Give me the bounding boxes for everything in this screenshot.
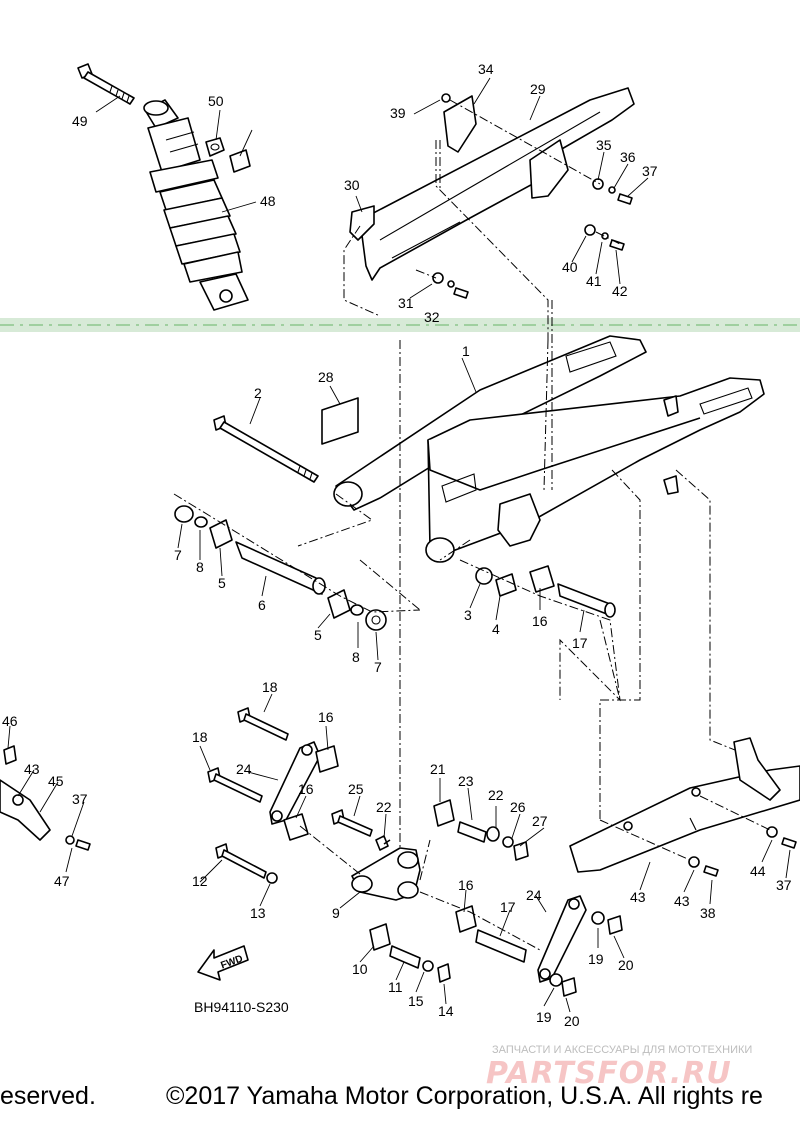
callout: 16 [318, 709, 334, 725]
callout: 20 [564, 1013, 580, 1029]
callout: 43 [630, 889, 646, 905]
chain-case-42 [569, 737, 800, 877]
linkage-small-parts [369, 799, 529, 983]
callout: 17 [500, 899, 516, 915]
connecting-rod-24-right [537, 895, 623, 997]
callout: 22 [376, 799, 392, 815]
callout: 40 [562, 259, 578, 275]
callout: 9 [332, 905, 340, 921]
callout: 21 [430, 761, 446, 777]
callout: 7 [374, 659, 382, 675]
rear-shock-absorber [143, 99, 249, 311]
callout: 6 [258, 597, 266, 613]
callout: 4 [492, 621, 500, 637]
callout: 24 [526, 887, 542, 903]
callout: 15 [408, 993, 424, 1009]
callout: 20 [618, 957, 634, 973]
callout: 25 [348, 781, 364, 797]
callout: 27 [532, 813, 548, 829]
callout: 43 [674, 893, 690, 909]
callout: 48 [260, 193, 276, 209]
callout: 18 [262, 679, 278, 695]
callout: 17 [572, 635, 588, 651]
callout: 14 [438, 1003, 454, 1019]
callout: 29 [530, 81, 546, 97]
callout: 1 [462, 343, 470, 359]
bolt-12 [215, 843, 267, 879]
bolt-48 [77, 63, 135, 105]
relay-arm-9 [351, 847, 421, 901]
callout: 8 [196, 559, 204, 575]
chain-guard-44-partial [0, 745, 91, 851]
callout: 16 [458, 877, 474, 893]
swingarm-1 [333, 335, 765, 563]
callout: 7 [174, 547, 182, 563]
callout-labels: 1 2 3 4 5 5 6 7 7 8 8 9 10 11 12 13 14 1… [2, 61, 792, 1029]
callout: 12 [192, 873, 208, 889]
callout: 19 [588, 951, 604, 967]
callout: 43 [24, 761, 40, 777]
callout: 35 [596, 137, 612, 153]
pivot-shaft-2 [213, 415, 319, 483]
callout: 36 [620, 149, 636, 165]
bolt-18-lower [207, 767, 263, 803]
callout: 26 [510, 799, 526, 815]
callout: 2 [254, 385, 262, 401]
callout: 37 [776, 877, 792, 893]
callout: 24 [236, 761, 252, 777]
callout: 3 [464, 607, 472, 623]
diagram-code: BH94110-S230 [194, 999, 289, 1015]
callout: 16 [298, 781, 314, 797]
label-28 [321, 397, 359, 445]
callout: 19 [536, 1009, 552, 1025]
callout: 28 [318, 369, 334, 385]
callout: 46 [2, 713, 18, 729]
watermark-logo: PARTSFOR.RU [486, 1056, 732, 1091]
callout: 16 [532, 613, 548, 629]
nut-49 [205, 137, 225, 157]
callout: 41 [586, 273, 602, 289]
callout: 30 [344, 177, 360, 193]
callout: 23 [458, 773, 474, 789]
bushing-16b [283, 813, 309, 841]
callout: 49 [72, 113, 88, 129]
callout: 32 [424, 309, 440, 325]
callout: 18 [192, 729, 208, 745]
bolt-18-upper [237, 707, 289, 741]
collar-13 [266, 872, 278, 884]
bolt-25 [331, 809, 373, 837]
callout: 13 [250, 905, 266, 921]
callout: 31 [398, 295, 414, 311]
callout: 39 [390, 105, 406, 121]
callout: 8 [352, 649, 360, 665]
nut-50 [229, 149, 251, 173]
fwd-arrow: FWD [197, 945, 249, 981]
small-hardware-chain-guard [432, 93, 633, 299]
chain-guard-29 [359, 87, 635, 281]
callout: 45 [48, 773, 64, 789]
callout: 10 [352, 961, 368, 977]
callout: 50 [208, 93, 224, 109]
callout: 42 [612, 283, 628, 299]
callout: 47 [54, 873, 70, 889]
callout: 34 [478, 61, 494, 77]
callout: 5 [218, 575, 226, 591]
pivot-parts-left [174, 505, 387, 631]
watermark-caption: ЗАПЧАСТИ И АКСЕССУАРЫ ДЛЯ МОТОТЕХНИКИ [492, 1044, 753, 1056]
callout: 5 [314, 627, 322, 643]
pivot-parts-right [475, 565, 616, 618]
callout: 37 [642, 163, 658, 179]
callout: 22 [488, 787, 504, 803]
footer-copyright: ©2017 Yamaha Motor Corporation, U.S.A. A… [166, 1082, 763, 1110]
callout: 38 [700, 905, 716, 921]
callout: 11 [388, 979, 403, 995]
callout: 44 [750, 863, 766, 879]
callout: 37 [72, 791, 88, 807]
bushing-16a [315, 745, 339, 773]
footer-copyright-left: eserved. [0, 1082, 96, 1110]
